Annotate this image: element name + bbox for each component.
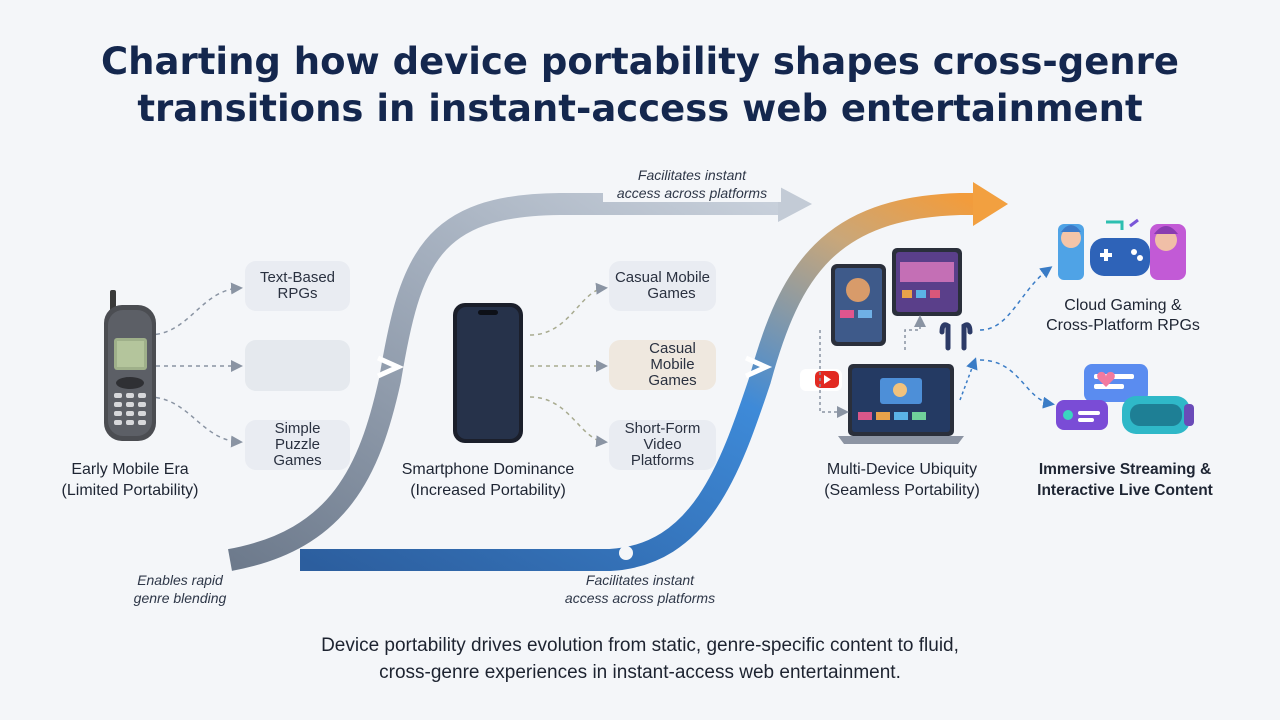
genre-box-casual-mobile-video: Casual Mobile Games [609, 340, 716, 390]
genre-label-line: Platforms [630, 452, 695, 469]
footer-summary: Device portability drives evolution from… [0, 632, 1280, 686]
era-subtitle: (Seamless Portability) [824, 482, 980, 499]
blue-flow-path [300, 193, 975, 571]
genre-box-pixel-game [245, 340, 350, 391]
chevron-2 [744, 355, 773, 379]
genre-label-line: Simple [274, 420, 321, 437]
genre-label-line: Short-Form [624, 420, 701, 437]
era-subtitle: (Limited Portability) [61, 482, 199, 499]
genre-box-puzzle-games: Simple Puzzle Games [245, 420, 350, 470]
genre-label-line: Video [643, 436, 682, 453]
note-line: Facilitates instant [585, 572, 695, 588]
footer-line-1: Device portability drives evolution from… [321, 635, 959, 656]
genre-label-line: Puzzle [274, 436, 320, 453]
title-line-2: transitions in instant-access web entert… [137, 87, 1143, 130]
genre-label-line: Games [648, 372, 697, 389]
genre-label-line: Casual [649, 340, 696, 357]
page-title: Charting how device portability shapes c… [0, 38, 1280, 132]
note-line: Facilitates instant [637, 167, 747, 183]
outcome-line: Cross-Platform RPGs [1046, 317, 1200, 334]
note-line: access across platforms [564, 590, 716, 606]
genre-label-line: Games [273, 452, 322, 469]
immersive-streaming-icon [1056, 364, 1194, 434]
genre-label-line: Mobile [650, 356, 695, 373]
note-line: Enables rapid [137, 572, 223, 588]
genre-label-line: RPGs [277, 285, 318, 302]
outcome-cloud-gaming: Cloud Gaming & Cross-Platform RPGs [1028, 296, 1218, 336]
title-line-1: Charting how device portability shapes c… [100, 40, 1179, 83]
genre-label-line: Casual Mobile [614, 269, 711, 286]
smartphone-icon [453, 303, 523, 443]
outcome-line: Immersive Streaming & [1038, 461, 1212, 478]
note-line: access across platforms [616, 185, 768, 201]
era-name: Early Mobile Era [71, 461, 189, 478]
multi-device-icon [831, 248, 973, 444]
outcome-immersive-streaming: Immersive Streaming & Interactive Live C… [1020, 459, 1230, 501]
genre-box-short-form-video: Short-Form Video Platforms [609, 420, 716, 470]
era-name: Smartphone Dominance [401, 461, 575, 478]
track-dot-1 [177, 546, 191, 560]
note-line: genre blending [133, 590, 227, 606]
era-early-mobile: Early Mobile Era (Limited Portability) [40, 459, 220, 501]
outcome-line: Cloud Gaming & [1064, 297, 1182, 314]
outcome-line: Interactive Live Content [1037, 482, 1213, 499]
note-top: Facilitates instant access across platfo… [603, 166, 781, 202]
genre-box-casual-mobile: Casual Mobile Games [609, 261, 716, 311]
genre-box-text-rpgs: Text-Based RPGs [245, 261, 350, 311]
genre-label-line: Text-Based [259, 269, 336, 286]
genre-label-line: Games [647, 285, 696, 302]
note-bottom-mid: Facilitates instant access across platfo… [550, 571, 730, 607]
era-smartphone: Smartphone Dominance (Increased Portabil… [388, 459, 588, 501]
era-subtitle: (Increased Portability) [410, 482, 566, 499]
footer-line-2: cross-genre experiences in instant-acces… [379, 662, 901, 683]
video-play-icon [800, 369, 842, 391]
era-name: Multi-Device Ubiquity [826, 461, 978, 478]
feature-phone-icon [104, 290, 156, 441]
note-bottom-left: Enables rapid genre blending [100, 571, 260, 607]
track-dot-2 [619, 546, 633, 560]
chevron-1 [376, 355, 405, 379]
era-multi-device: Multi-Device Ubiquity (Seamless Portabil… [800, 459, 1004, 501]
grey-flow-path [227, 193, 780, 571]
orange-flow-arrowhead [973, 182, 1008, 226]
cloud-gaming-icon [1058, 218, 1186, 280]
grey-flow-arrowhead [778, 186, 812, 222]
